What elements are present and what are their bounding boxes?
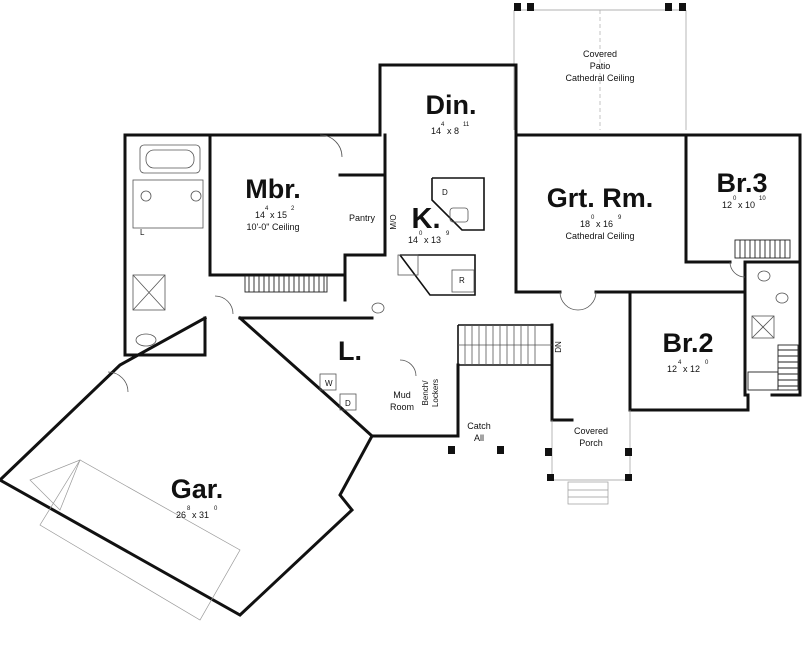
svg-text:Cathedral Ceiling: Cathedral Ceiling xyxy=(565,73,634,83)
room-label-porch: Covered Porch xyxy=(574,426,608,448)
svg-text:Din.: Din. xyxy=(426,90,477,120)
svg-text:L.: L. xyxy=(338,336,362,366)
dryer-label: D xyxy=(345,399,351,408)
covered-patio xyxy=(513,3,687,130)
svg-text:4: 4 xyxy=(678,360,682,366)
svg-text:Mud: Mud xyxy=(393,390,411,400)
svg-text:11: 11 xyxy=(463,122,470,128)
room-label-catch-all: Catch All xyxy=(467,421,491,443)
svg-text:2: 2 xyxy=(291,206,295,212)
svg-text:x 31: x 31 xyxy=(192,510,209,520)
svg-text:x 16: x 16 xyxy=(596,219,613,229)
svg-text:Bench/: Bench/ xyxy=(421,380,430,406)
svg-text:10'-0" Ceiling: 10'-0" Ceiling xyxy=(247,222,300,232)
room-label-dining: Din. 14 4 x 8 11 xyxy=(426,90,477,136)
svg-text:8: 8 xyxy=(187,506,191,512)
svg-text:14: 14 xyxy=(431,126,441,136)
svg-text:x 15: x 15 xyxy=(270,210,287,220)
svg-text:M/O: M/O xyxy=(389,214,398,229)
svg-text:0: 0 xyxy=(214,506,218,512)
svg-text:10: 10 xyxy=(759,196,766,202)
room-label-mw: M/O xyxy=(389,214,398,229)
svg-text:9: 9 xyxy=(618,215,622,221)
refrigerator-label: R xyxy=(459,276,465,285)
svg-text:12: 12 xyxy=(722,200,732,210)
svg-text:4: 4 xyxy=(265,206,269,212)
svg-text:Cathedral Ceiling: Cathedral Ceiling xyxy=(565,231,634,241)
linen-label: L xyxy=(140,228,145,237)
room-label-great-room: Grt. Rm. 18 0 x 16 9 Cathedral Ceiling xyxy=(547,183,654,241)
room-label-laundry: L. xyxy=(338,336,362,366)
svg-text:All: All xyxy=(474,433,484,443)
svg-text:Grt. Rm.: Grt. Rm. xyxy=(547,183,654,213)
svg-text:14: 14 xyxy=(408,235,418,245)
svg-text:Patio: Patio xyxy=(590,61,611,71)
svg-text:Mbr.: Mbr. xyxy=(245,174,301,204)
svg-text:Pantry: Pantry xyxy=(349,213,376,223)
svg-text:K.: K. xyxy=(412,203,441,235)
svg-text:Covered: Covered xyxy=(583,49,617,59)
stair-down-label: DN xyxy=(554,341,563,353)
room-label-patio: Covered Patio Cathedral Ceiling xyxy=(565,49,634,83)
room-label-kitchen: K. 14 0 x 13 9 xyxy=(408,203,450,245)
svg-text:Catch: Catch xyxy=(467,421,491,431)
svg-text:26: 26 xyxy=(176,510,186,520)
svg-text:14: 14 xyxy=(255,210,265,220)
exterior-walls xyxy=(0,63,802,617)
svg-text:Br.2: Br.2 xyxy=(662,328,713,358)
garage-door-outline xyxy=(29,459,241,621)
room-label-pantry: Pantry xyxy=(349,213,376,223)
room-label-bench-lockers: Bench/ Lockers xyxy=(421,379,440,407)
washer-label: W xyxy=(325,379,333,388)
kitchen-island xyxy=(397,177,485,293)
bath-fixtures xyxy=(132,144,789,347)
svg-text:0: 0 xyxy=(591,215,595,221)
room-label-bedroom-2: Br.2 12 4 x 12 0 xyxy=(662,328,713,374)
room-label-mud-room: Mud Room xyxy=(390,390,414,412)
svg-text:x 12: x 12 xyxy=(683,364,700,374)
door-swings xyxy=(107,134,746,393)
covered-porch xyxy=(448,410,632,505)
svg-text:4: 4 xyxy=(441,122,445,128)
room-label-master: Mbr. 14 4 x 15 2 10'-0" Ceiling xyxy=(245,174,301,232)
closets xyxy=(244,239,799,391)
svg-text:0: 0 xyxy=(733,196,737,202)
room-label-garage: Gar. 26 8 x 31 0 xyxy=(171,474,224,520)
plan-markers: DN L D R W D xyxy=(140,188,563,411)
dishwasher-label: D xyxy=(442,188,448,197)
svg-text:0: 0 xyxy=(705,360,709,366)
svg-text:18: 18 xyxy=(580,219,590,229)
svg-text:Porch: Porch xyxy=(579,438,603,448)
svg-text:x 13: x 13 xyxy=(424,235,441,245)
svg-text:Covered: Covered xyxy=(574,426,608,436)
svg-text:9: 9 xyxy=(446,231,450,237)
svg-text:12: 12 xyxy=(667,364,677,374)
svg-text:Lockers: Lockers xyxy=(431,379,440,407)
svg-text:0: 0 xyxy=(419,231,423,237)
stairs xyxy=(458,325,552,365)
svg-text:Gar.: Gar. xyxy=(171,474,224,504)
room-label-bedroom-3: Br.3 12 0 x 10 10 xyxy=(716,168,767,210)
svg-text:x 8: x 8 xyxy=(447,126,459,136)
svg-text:Room: Room xyxy=(390,402,414,412)
svg-text:Br.3: Br.3 xyxy=(716,168,767,198)
svg-text:x 10: x 10 xyxy=(738,200,755,210)
